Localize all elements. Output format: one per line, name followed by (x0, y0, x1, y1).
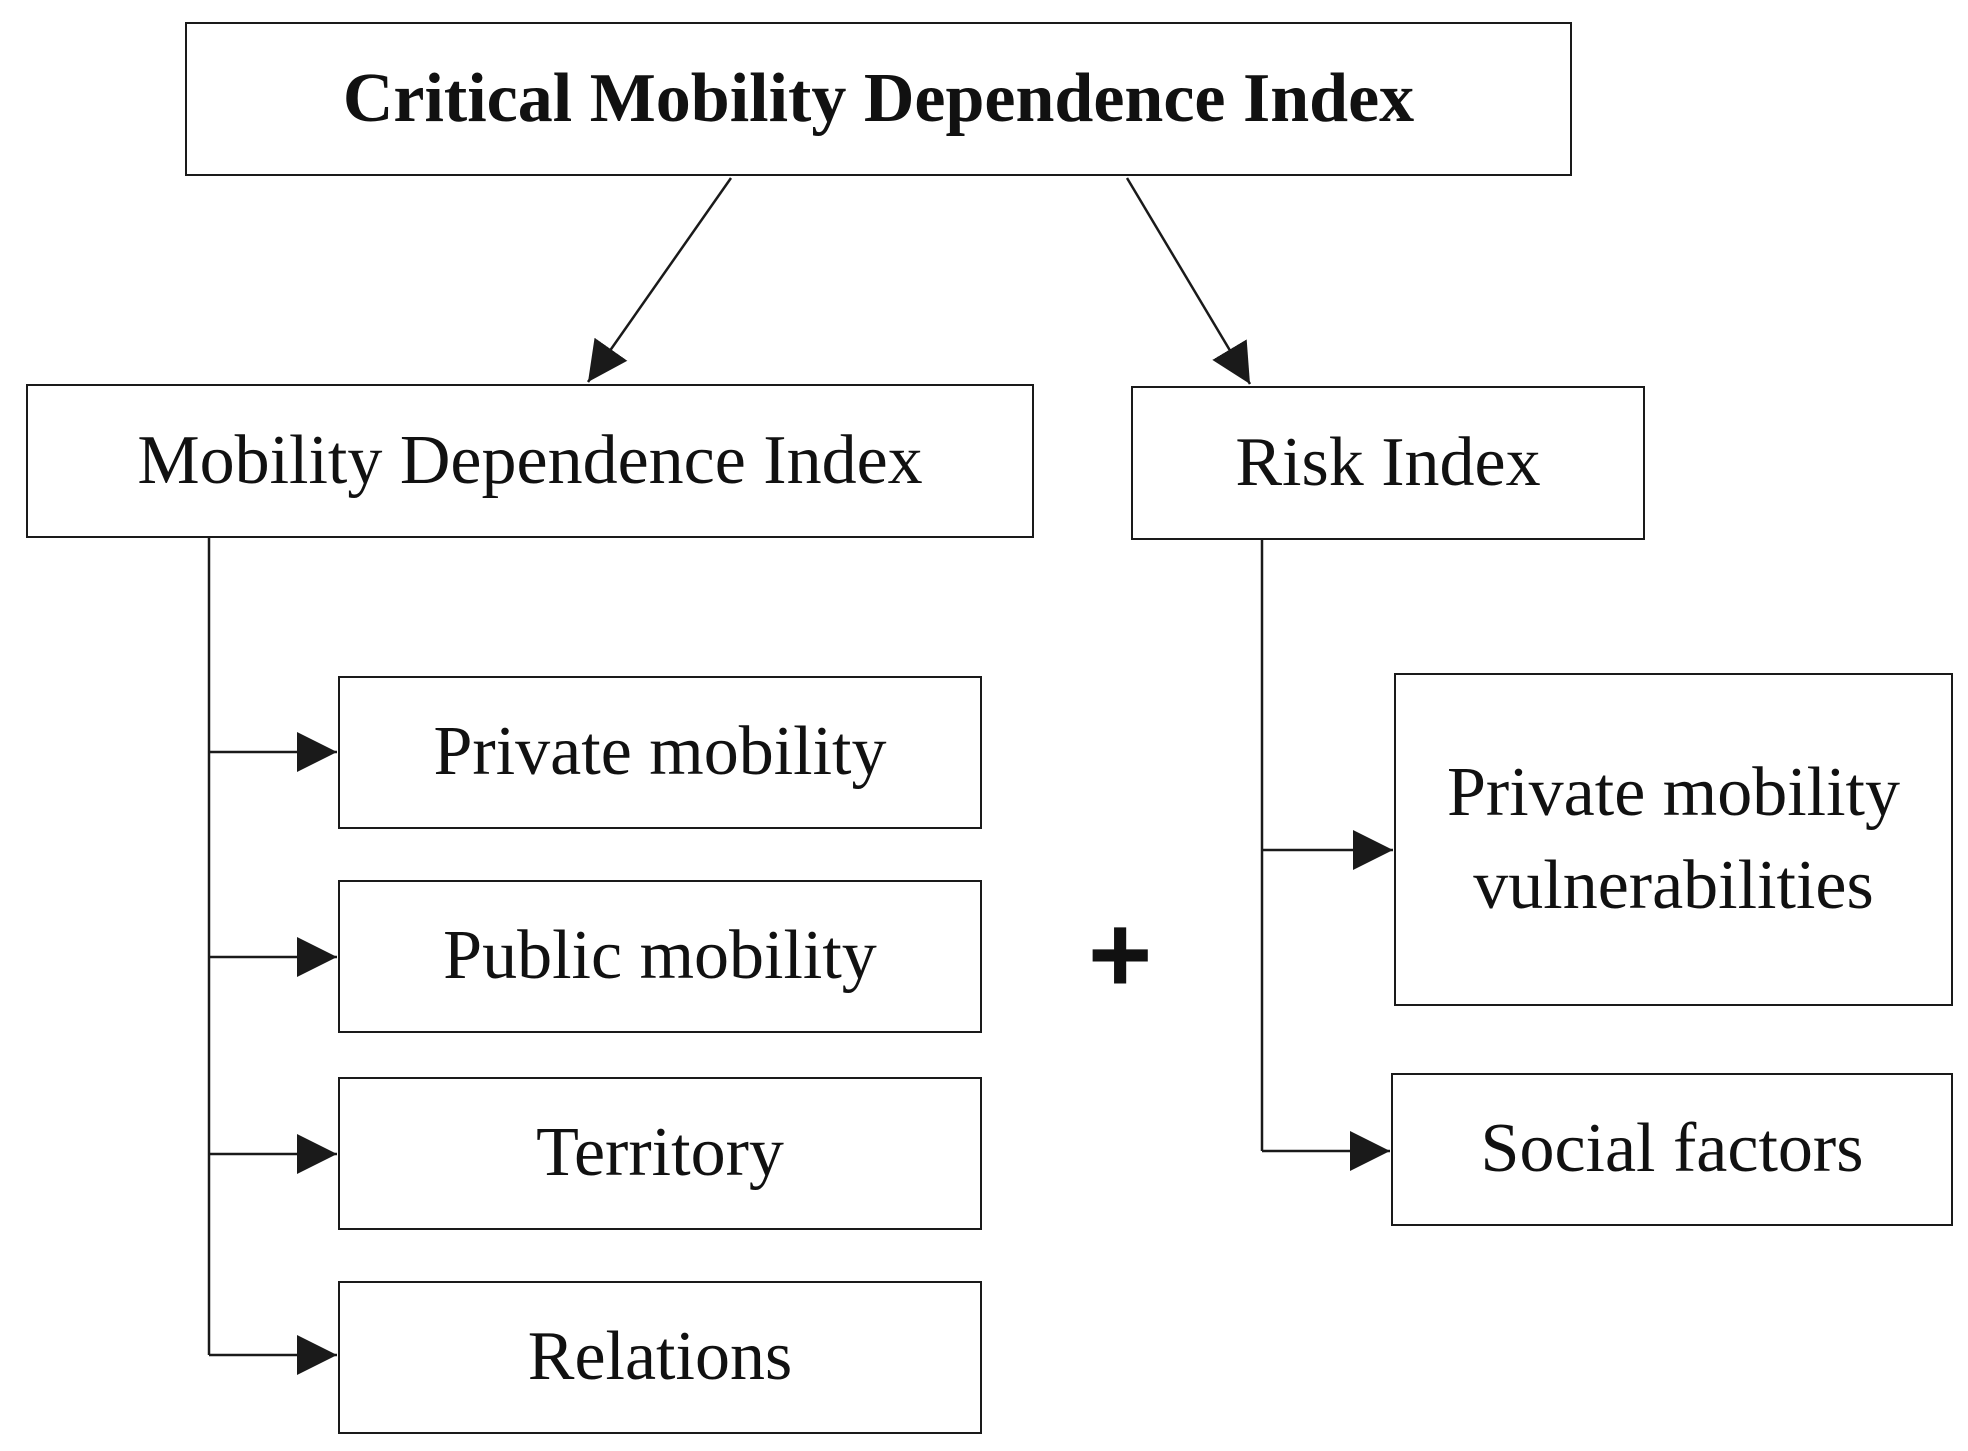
social-factors-box: Social factors (1391, 1073, 1953, 1226)
relations-label: Relations (527, 1318, 793, 1396)
mobility-dependence-index-box: Mobility Dependence Index (26, 384, 1034, 538)
critical-mobility-dependence-index-box: Critical Mobility Dependence Index (185, 22, 1572, 176)
private-mobility-vulnerabilities-label: Private mobility vulnerabilities (1446, 754, 1901, 924)
risk-index-label: Risk Index (1235, 423, 1541, 501)
private-mobility-label: Private mobility (433, 713, 887, 791)
arrow-title-to-risk-index (1125, 177, 1252, 385)
private-mobility-box: Private mobility (338, 676, 982, 829)
title-label: Critical Mobility Dependence Index (342, 59, 1415, 137)
plus-symbol: + (1088, 893, 1153, 1016)
relations-box: Relations (338, 1281, 982, 1434)
territory-box: Territory (338, 1077, 982, 1230)
mobility-dependence-index-label: Mobility Dependence Index (137, 421, 923, 499)
private-mobility-vulnerabilities-box: Private mobility vulnerabilities (1394, 673, 1953, 1006)
public-mobility-label: Public mobility (443, 917, 877, 995)
public-mobility-box: Public mobility (338, 880, 982, 1033)
arrow-title-to-mobility-index (586, 177, 733, 383)
risk-index-box: Risk Index (1131, 386, 1645, 540)
social-factors-label: Social factors (1480, 1110, 1864, 1188)
territory-label: Territory (536, 1114, 784, 1192)
